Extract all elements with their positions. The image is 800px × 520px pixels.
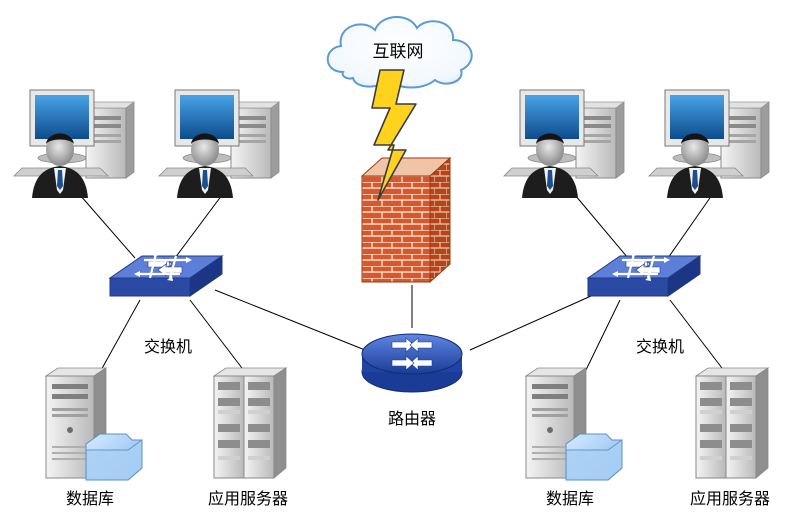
database-server-right bbox=[525, 367, 623, 481]
cloud-icon bbox=[326, 16, 473, 89]
workstation-left-2 bbox=[158, 89, 280, 199]
router-icon bbox=[361, 333, 463, 393]
link-ws1-switch-left bbox=[79, 194, 136, 259]
link-switch-left-router bbox=[214, 289, 366, 351]
link-router-switch-right bbox=[469, 291, 601, 351]
firewall-icon bbox=[360, 156, 452, 284]
application-server-left-label: 应用服务器 bbox=[208, 489, 288, 508]
application-server-right bbox=[695, 367, 769, 479]
connection-lines bbox=[79, 194, 726, 373]
application-server-icon bbox=[695, 367, 769, 479]
lightning-icon bbox=[371, 69, 417, 201]
database-left-label: 数据库 bbox=[66, 489, 114, 508]
switch-right bbox=[586, 250, 702, 298]
switch-left-label: 交换机 bbox=[144, 337, 192, 356]
workstation-left-1 bbox=[13, 89, 135, 199]
database-server-icon bbox=[45, 367, 143, 481]
router: 路由器 bbox=[361, 333, 463, 428]
switch-icon bbox=[108, 250, 224, 298]
link-ws2-switch-left bbox=[174, 194, 223, 259]
user-workstation-icon bbox=[158, 89, 280, 199]
user-workstation-icon bbox=[648, 89, 770, 199]
internet-cloud: 互联网 bbox=[326, 16, 473, 89]
firewall bbox=[360, 156, 452, 284]
workstation-right-2 bbox=[648, 89, 770, 199]
user-workstation-icon bbox=[503, 89, 625, 199]
switch-right-label: 交换机 bbox=[636, 337, 684, 356]
link-switch-right-app bbox=[669, 299, 726, 373]
link-switch-left-db bbox=[99, 299, 141, 373]
link-switch-left-app bbox=[189, 299, 246, 373]
database-right-label: 数据库 bbox=[546, 489, 594, 508]
internet-label: 互联网 bbox=[373, 42, 424, 62]
link-ws3-switch-right bbox=[574, 194, 629, 259]
link-switch-right-db bbox=[584, 299, 621, 373]
application-server-icon bbox=[213, 367, 287, 479]
database-server-left bbox=[45, 367, 143, 481]
user-workstation-icon bbox=[13, 89, 135, 199]
router-label: 路由器 bbox=[388, 409, 436, 428]
application-server-right-label: 应用服务器 bbox=[690, 489, 770, 508]
link-ws4-switch-right bbox=[667, 194, 713, 259]
switch-icon bbox=[586, 250, 702, 298]
database-server-icon bbox=[525, 367, 623, 481]
lightning-bolt bbox=[371, 69, 417, 201]
workstation-right-1 bbox=[503, 89, 625, 199]
switch-left bbox=[108, 250, 224, 298]
application-server-left bbox=[213, 367, 287, 479]
